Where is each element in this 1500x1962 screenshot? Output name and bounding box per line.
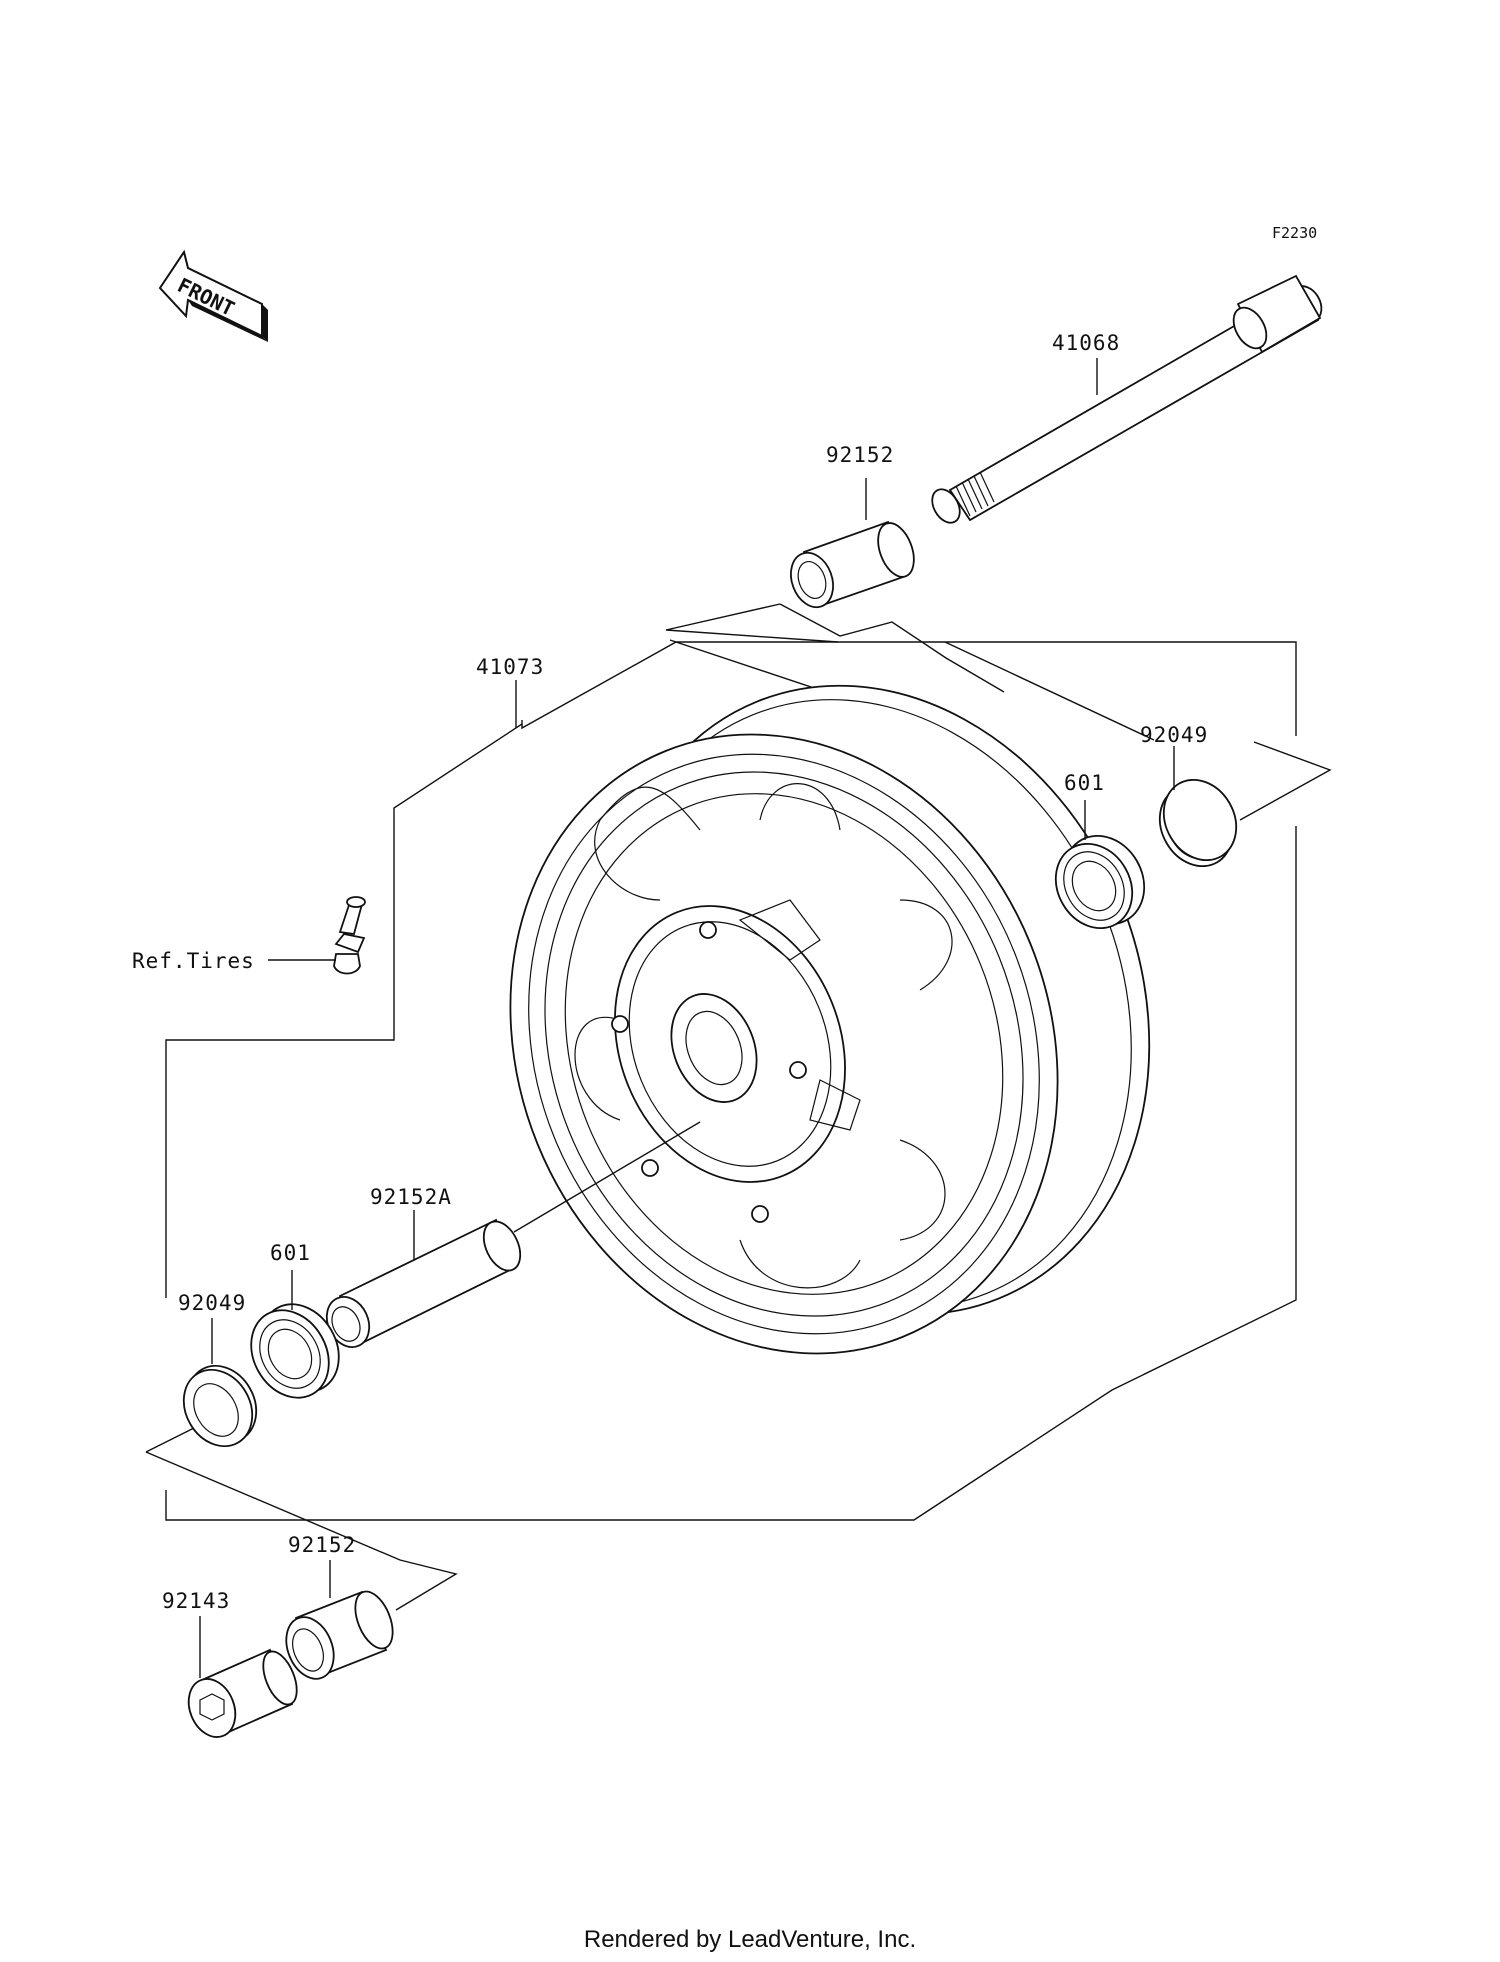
label-41073: 41073 (476, 655, 544, 679)
collar-inner-part (325, 1218, 522, 1348)
label-92143: 92143 (162, 1589, 230, 1613)
seal-right-part (1158, 778, 1238, 868)
valve-part (333, 896, 366, 975)
label-ref-tires: Ref.Tires (132, 949, 255, 973)
label-92049-left: 92049 (178, 1291, 246, 1315)
figure-code: F2230 (1272, 224, 1317, 242)
footer-credit: Rendered by LeadVenture, Inc. (583, 1926, 917, 1953)
label-41068: 41068 (1052, 331, 1120, 355)
label-601-left: 601 (270, 1241, 311, 1265)
label-92049-right: 92049 (1140, 723, 1208, 747)
seal-left-part (182, 1364, 258, 1448)
assembly-outline (145, 603, 1332, 1611)
collar-bottom-part (285, 1590, 394, 1680)
bearing-left-part (250, 1303, 340, 1399)
label-92152A: 92152A (370, 1185, 452, 1209)
label-92152-bottom: 92152 (288, 1533, 356, 1557)
front-arrow-icon: FRONT (158, 249, 268, 342)
collar-top-part (790, 520, 915, 609)
label-92152-top: 92152 (826, 443, 894, 467)
axle-part (931, 274, 1323, 524)
label-601-right: 601 (1064, 771, 1105, 795)
wheel-part (509, 684, 1151, 1355)
bolt-part (187, 1648, 298, 1738)
bearing-right-part (1054, 834, 1146, 930)
